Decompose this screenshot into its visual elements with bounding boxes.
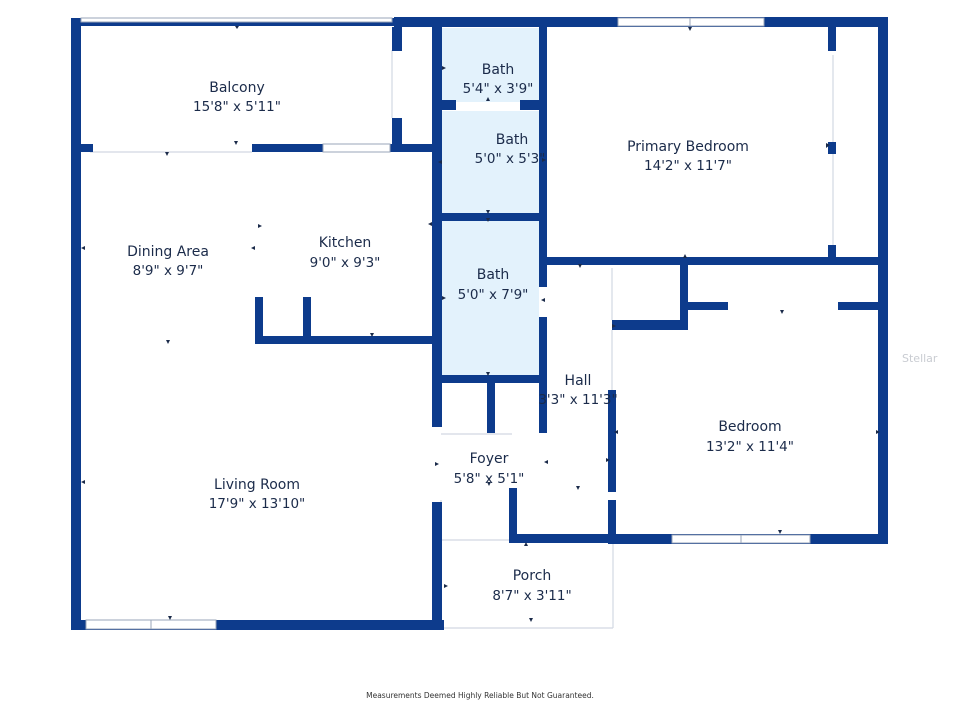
room-name-bath-1: Bath [482,62,515,78]
room-labels: Balcony 15'8" x 5'11" Bath 5'4" x 3'9" B… [127,62,794,604]
window [80,17,393,23]
room-name-balcony: Balcony [209,80,265,96]
room-dims-bedroom: 13'2" x 11'4" [706,439,794,455]
room-dims-bath-2: 5'0" x 5'3" [475,151,546,167]
door-markers [81,26,880,622]
room-name-kitchen: Kitchen [319,235,372,251]
room-name-hall: Hall [565,373,592,389]
room-name-porch: Porch [513,568,552,584]
room-dims-foyer: 5'8" x 5'1" [454,471,525,487]
room-dims-balcony: 15'8" x 5'11" [193,99,281,115]
room-name-dining-area: Dining Area [127,244,209,260]
room-dims-primary-bedroom: 14'2" x 11'7" [644,158,732,174]
room-dims-dining-area: 8'9" x 9'7" [133,263,204,279]
bath-2-fill [442,111,539,215]
disclaimer: Measurements Deemed Highly Reliable But … [366,691,594,700]
windows [80,17,811,630]
room-dims-kitchen: 9'0" x 9'3" [310,255,381,271]
bath-3-fill [442,220,539,377]
window [322,143,391,153]
room-dims-porch: 8'7" x 3'11" [492,588,571,604]
watermark: Stellar [902,352,938,365]
room-dims-bath-1: 5'4" x 3'9" [463,81,534,97]
bath-1-fill [440,28,544,102]
room-name-bath-2: Bath [496,132,529,148]
room-dims-bath-3: 5'0" x 7'9" [458,287,529,303]
room-dims-living-room: 17'9" x 13'10" [209,496,306,512]
room-name-living-room: Living Room [214,477,300,493]
window [617,17,765,27]
room-dims-hall: 3'3" x 11'3" [538,392,617,408]
room-name-foyer: Foyer [470,451,509,467]
room-name-bedroom: Bedroom [718,419,781,435]
room-name-primary-bedroom: Primary Bedroom [627,139,749,155]
bath-fills [440,28,544,377]
room-name-bath-3: Bath [477,267,510,283]
